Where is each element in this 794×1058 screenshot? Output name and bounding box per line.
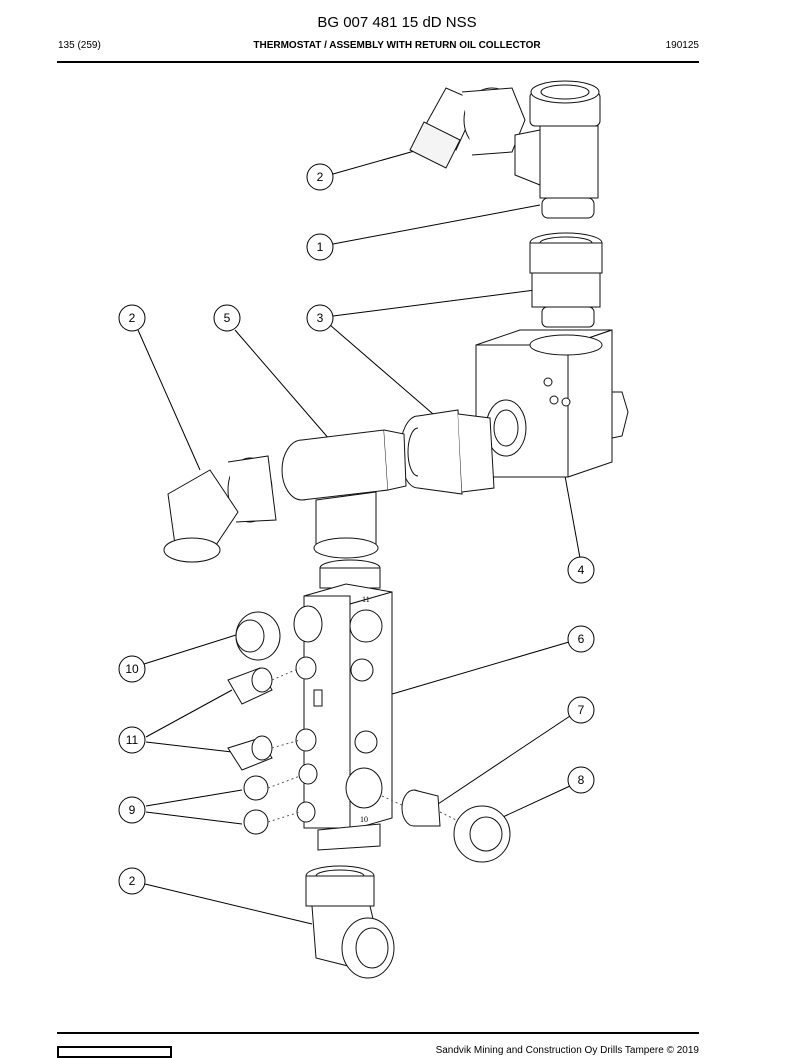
svg-text:8: 8 [578,773,585,787]
leader-lines [137,149,581,925]
callout-2-bottom: 2 [118,867,146,895]
top-tee-fitting [514,80,601,219]
right-fittings [381,789,511,863]
callout-10: 10 [118,655,146,683]
small-fittings [227,611,301,835]
middle-adapter [399,409,495,495]
callout-8: 8 [567,766,595,794]
callout-5: 5 [213,304,241,332]
upper-adapter [529,232,603,328]
svg-text:1: 1 [317,240,324,254]
svg-text:10: 10 [125,662,139,676]
svg-text:6: 6 [578,632,585,646]
header-rule [57,61,699,63]
footer-rule [57,1032,699,1034]
svg-text:2: 2 [317,170,324,184]
block-mark-bottom: 10 [360,815,368,824]
callout-4: 4 [567,556,595,584]
thermostat-block [475,329,629,478]
document-title: BG 007 481 15 dD NSS [317,14,477,31]
svg-text:9: 9 [129,803,136,817]
document-number: 190125 [665,40,699,51]
callout-9: 9 [118,796,146,824]
section-title: THERMOSTAT / ASSEMBLY WITH RETURN OIL CO… [253,40,541,51]
callout-2-top: 2 [306,163,334,191]
callout-3: 3 [306,304,334,332]
callout-7: 7 [567,696,595,724]
page-reference: 135 (259) [58,40,101,51]
footer-copyright: Sandvik Mining and Construction Oy Drill… [435,1045,699,1056]
svg-text:4: 4 [578,563,585,577]
svg-text:7: 7 [578,703,585,717]
block-mark-top: 11 [362,595,370,604]
svg-text:5: 5 [224,311,231,325]
callout-1: 1 [306,233,334,261]
bottom-elbow-fitting [305,865,395,979]
callout-2-left: 2 [118,304,146,332]
top-elbow-fitting [409,87,526,169]
svg-text:3: 3 [317,311,324,325]
callout-6: 6 [567,625,595,653]
svg-text:2: 2 [129,874,136,888]
left-elbow-fitting [163,455,277,563]
middle-tee-fitting [281,429,407,559]
callout-11: 11 [118,726,146,754]
svg-text:2: 2 [129,311,136,325]
svg-text:11: 11 [126,733,139,747]
sandvik-logo [57,1046,172,1058]
collector-manifold: 11 10 [293,559,393,851]
